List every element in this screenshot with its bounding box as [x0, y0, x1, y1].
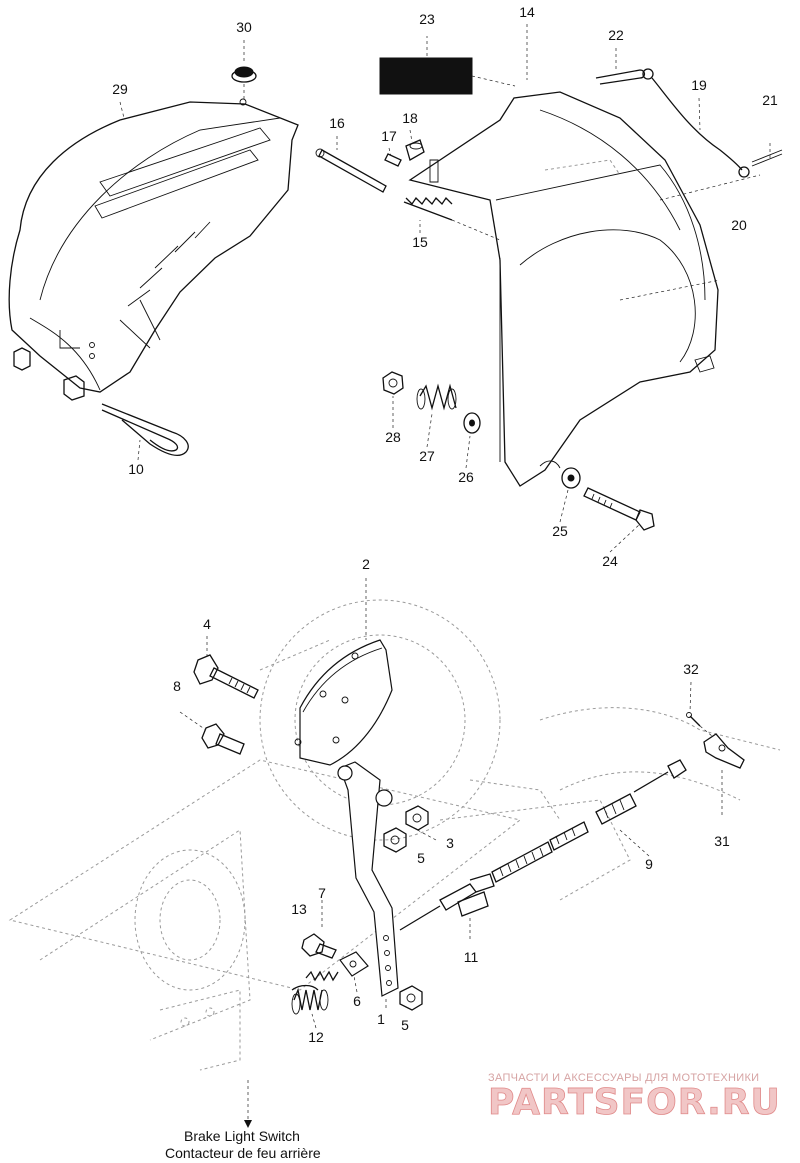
callout-5-lower: 5	[401, 1017, 409, 1033]
callout-12: 12	[308, 1029, 324, 1045]
callout-leaders	[119, 24, 701, 1029]
callout-1: 1	[377, 1011, 385, 1027]
part-23-decal	[379, 36, 516, 95]
callout-18: 18	[402, 110, 418, 126]
part-32-pin	[686, 712, 713, 737]
part-26-washer	[463, 412, 481, 434]
part-29-guard-cover	[8, 98, 299, 401]
callout-11: 11	[464, 949, 479, 965]
part-17-small-pin	[384, 153, 402, 167]
callout-26: 26	[458, 469, 474, 485]
brake-light-switch-leader	[244, 1080, 252, 1128]
callout-21: 21	[762, 92, 778, 108]
part-14-housing	[408, 91, 761, 487]
callout-23: 23	[419, 11, 435, 27]
background-frame-ghost	[8, 599, 781, 1071]
callout-30: 30	[236, 19, 252, 35]
callout-labels: 1 2 3 4 5 5 6 7 8 9 10 11 12 13 14 15 16…	[112, 4, 778, 1045]
caption-line-french: Contacteur de feu arrière	[165, 1145, 321, 1161]
part-7-spring	[305, 900, 339, 982]
part-16-pin	[315, 148, 387, 193]
part-25-washer	[561, 467, 581, 489]
part-24-bolt	[583, 487, 655, 531]
part-22-hairpin	[595, 69, 646, 85]
part-21-screw	[751, 140, 783, 167]
watermark-tagline: ЗАПЧАСТИ И АКСЕССУАРЫ ДЛЯ МОТОТЕХНИКИ	[488, 1072, 759, 1084]
callout-7: 7	[318, 885, 326, 901]
part-6-bracket	[339, 951, 369, 977]
part-2-brake-pad	[294, 639, 393, 766]
callout-14: 14	[519, 4, 535, 20]
part-18-bushing	[405, 139, 425, 161]
callout-2: 2	[362, 556, 370, 572]
part-5-nut-middle	[383, 827, 407, 853]
callout-3: 3	[446, 835, 454, 851]
callout-32: 32	[683, 661, 699, 677]
part-27-spring	[416, 383, 457, 411]
part-30-grommet	[231, 66, 257, 100]
part-12-spring	[291, 984, 329, 1015]
callout-27: 27	[419, 448, 435, 464]
callout-16: 16	[329, 115, 345, 131]
part-8-bolt	[179, 711, 245, 755]
part-19-ground-cable	[642, 68, 750, 178]
watermark: ЗАПЧАСТИ И АКСЕССУАРЫ ДЛЯ МОТОТЕХНИКИ PA…	[488, 1072, 781, 1123]
part-11-tag	[457, 891, 489, 942]
callout-9: 9	[645, 856, 653, 872]
watermark-logo: PARTSFOR.RU	[488, 1082, 781, 1123]
part-31-switch-bracket	[703, 733, 745, 816]
callout-17: 17	[381, 128, 397, 144]
callout-22: 22	[608, 27, 624, 43]
caption-line-english: Brake Light Switch	[184, 1128, 300, 1144]
part-13-bolt	[301, 933, 337, 959]
part-4-bolt	[193, 654, 259, 699]
callout-29: 29	[112, 81, 128, 97]
callout-13: 13	[291, 901, 307, 917]
callout-6: 6	[353, 993, 361, 1009]
part-10-clip	[101, 403, 189, 456]
callout-8: 8	[173, 678, 181, 694]
callout-31: 31	[714, 833, 730, 849]
part-1-lever-arm	[337, 761, 399, 997]
callout-10: 10	[128, 461, 144, 477]
callout-25: 25	[552, 523, 568, 539]
callout-5-upper: 5	[417, 850, 425, 866]
part-15-spring	[403, 196, 501, 241]
callout-19: 19	[691, 77, 707, 93]
callout-24: 24	[602, 553, 618, 569]
part-5-nut-lower	[399, 985, 423, 1011]
callout-4: 4	[203, 616, 211, 632]
part-5-nut-upper	[405, 805, 429, 831]
part-28-nut	[382, 371, 404, 395]
callout-28: 28	[385, 429, 401, 445]
brake-light-switch-caption: Brake Light Switch Contacteur de feu arr…	[165, 1128, 321, 1161]
callout-15: 15	[412, 234, 428, 250]
callout-20: 20	[731, 217, 747, 233]
part-9-brake-cable	[399, 759, 687, 931]
